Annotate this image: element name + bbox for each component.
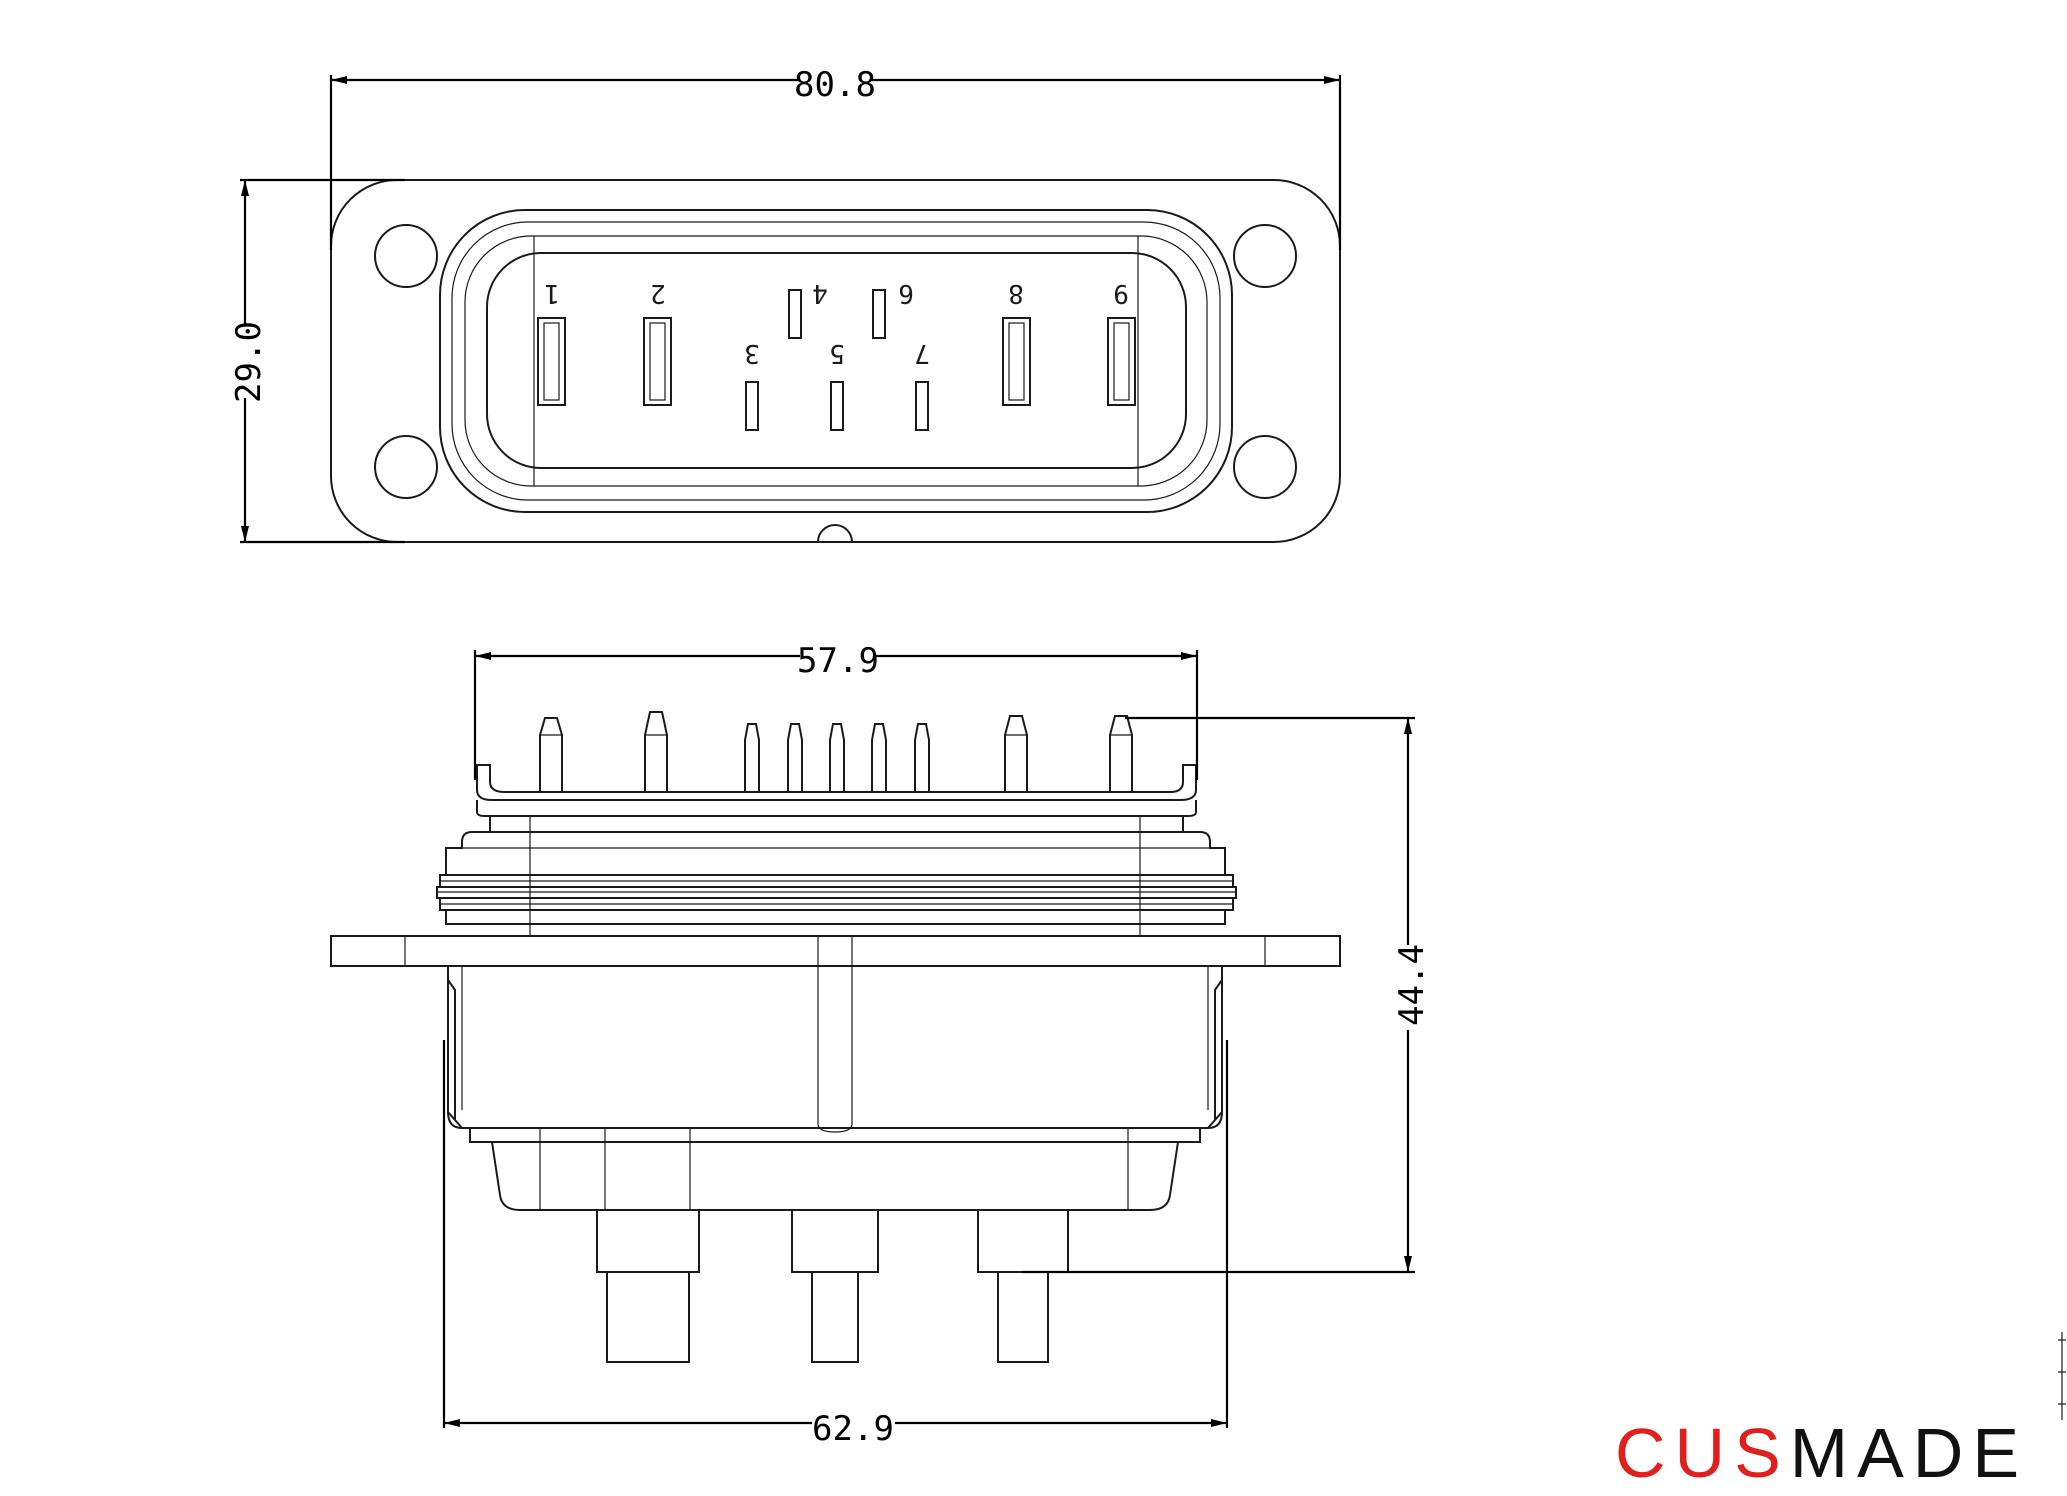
- dimension-text-height: 29.0: [229, 321, 269, 403]
- dimension-text-tail-width: 62.9: [812, 1409, 894, 1449]
- flange-notch: [817, 524, 853, 543]
- logo-part-made: MADE: [1789, 1414, 2029, 1492]
- mounting-hole-top-left: [374, 224, 438, 288]
- front-view: 1 2 3 4 5 6 7 8 9: [330, 179, 1341, 543]
- mounting-hole-top-right: [1233, 224, 1297, 288]
- tail-contacts: [596, 1209, 1069, 1363]
- contact-3: [745, 381, 759, 431]
- dimension-text-overall-width: 80.8: [794, 65, 876, 105]
- dimension-text-total-length: 44.4: [1392, 944, 1432, 1026]
- pin-label-2: 2: [650, 278, 666, 308]
- shell-ring-2: [451, 221, 1221, 501]
- pin-label-5: 5: [829, 338, 845, 368]
- mounting-hole-bottom-left: [374, 435, 438, 499]
- pin-label-1: 1: [544, 278, 560, 308]
- pin-label-3: 3: [744, 338, 760, 368]
- pin-label-7: 7: [914, 338, 930, 368]
- contact-4: [788, 289, 802, 339]
- housing: [447, 966, 1223, 1129]
- mounting-hole-bottom-right: [1233, 435, 1297, 499]
- contact-2: [643, 317, 672, 406]
- shell-outer: [439, 209, 1233, 513]
- edge-marks: [2058, 1332, 2066, 1420]
- pin-label-8: 8: [1008, 278, 1024, 308]
- shell-inner: [486, 252, 1187, 469]
- collar: [445, 831, 1226, 876]
- pin-tips: [539, 711, 1133, 792]
- thread: [436, 874, 1237, 925]
- dimension-height: 29.0: [229, 178, 405, 544]
- shell-ring-3: [464, 235, 1208, 487]
- cusmade-logo: CUSMADE: [1615, 1418, 2028, 1488]
- dimension-text-body-width: 57.9: [797, 641, 879, 681]
- front-flange: [330, 179, 1341, 543]
- logo-part-cus: CUS: [1615, 1414, 1790, 1492]
- pin-label-4: 4: [812, 278, 828, 308]
- dimension-body-width: 57.9: [473, 641, 1199, 780]
- contact-5: [830, 381, 844, 431]
- contact-7: [915, 381, 929, 431]
- contact-1: [537, 317, 566, 406]
- pin-label-6: 6: [898, 278, 914, 308]
- contact-6: [872, 289, 886, 339]
- contact-9: [1107, 317, 1136, 406]
- top-lip: [476, 764, 1197, 801]
- dimension-total-length: 44.4: [1022, 716, 1432, 1274]
- contact-8: [1002, 317, 1031, 406]
- dimension-overall-width: 80.8: [329, 65, 1342, 250]
- lower-shoulder: [469, 1128, 1201, 1143]
- side-view: [330, 711, 1341, 1363]
- pin-label-9: 9: [1113, 278, 1129, 308]
- dimension-tail-width: 62.9: [442, 1040, 1229, 1449]
- side-flange: [330, 935, 1341, 967]
